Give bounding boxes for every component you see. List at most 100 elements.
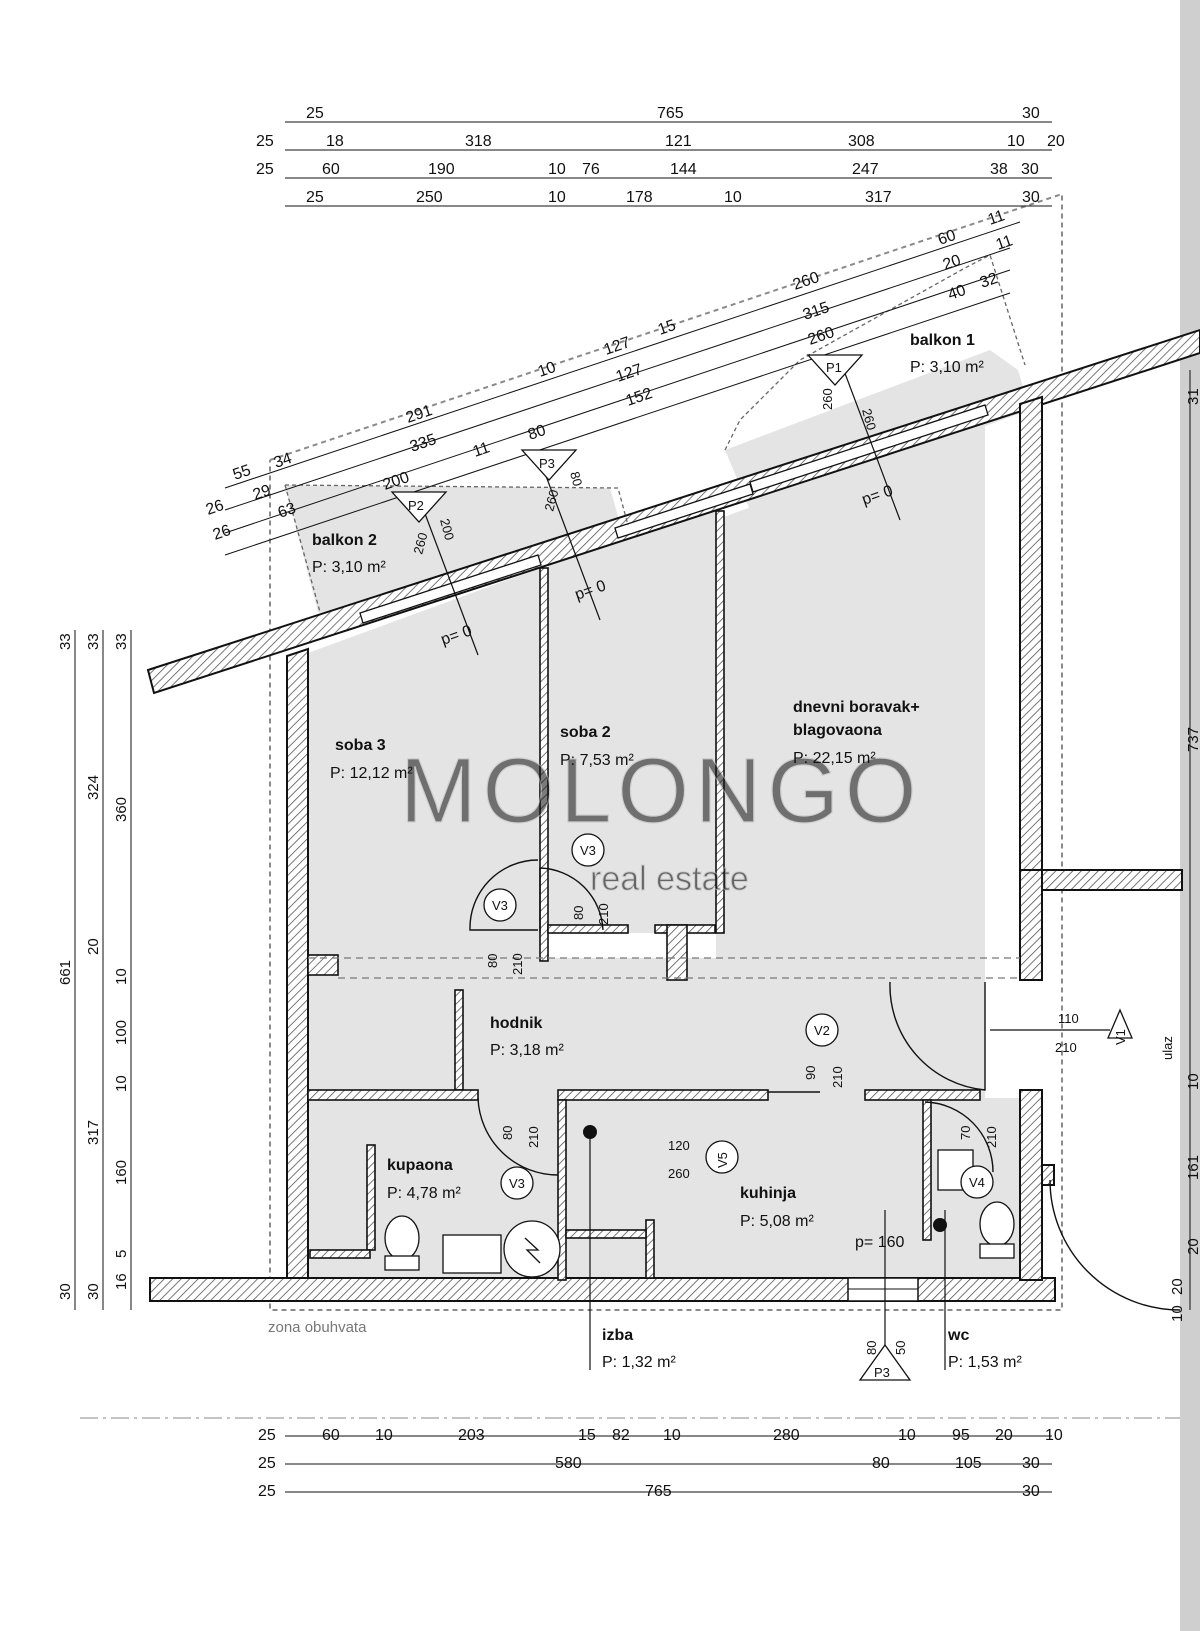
top-r3-6: 247 [852, 161, 879, 178]
top-r4-5: 317 [865, 189, 892, 206]
facade-windows [359, 404, 989, 624]
right-1: 737 [1185, 727, 1200, 752]
left-c3-2: 160 [113, 1160, 130, 1185]
dnevni-area: P: 22,15 m² [793, 750, 876, 767]
right-6: 10 [1169, 1305, 1186, 1322]
top-r2-1: 18 [326, 133, 344, 150]
tag-v1: V1 [1113, 1029, 1128, 1045]
right-0: 31 [1185, 388, 1200, 405]
bot-r1-1: 60 [322, 1427, 340, 1444]
exterior-walls [149, 395, 1183, 1302]
v3b-width: 80 [485, 954, 500, 968]
sl-j1: 63 [276, 500, 298, 522]
v5-width: 120 [668, 1138, 690, 1153]
balcony-outlines [284, 254, 1026, 613]
kupaona-name: kupaona [387, 1157, 453, 1174]
bot-r3-0: 25 [258, 1483, 276, 1500]
left-c3-1: 360 [113, 797, 130, 822]
tag-v3-soba3: V3 [492, 898, 508, 913]
left-c1-1: 661 [57, 960, 74, 985]
v4-width: 70 [958, 1126, 973, 1140]
bot-r1-4: 15 [578, 1427, 596, 1444]
top-r4-0: 25 [306, 189, 324, 206]
kuhinja-name: kuhinja [740, 1185, 796, 1202]
sl-g0: 335 [408, 431, 439, 456]
top-r3-1: 60 [322, 161, 340, 178]
bot-r1-8: 10 [898, 1427, 916, 1444]
hodnik-floor [308, 958, 985, 1098]
p3t-height: 80 [567, 470, 585, 488]
bot-r1-3: 203 [458, 1427, 485, 1444]
v3c-width: 80 [500, 1126, 515, 1140]
v5-height: 260 [668, 1166, 690, 1181]
left-c2-0: 33 [85, 633, 102, 650]
soba3-floor [308, 568, 540, 958]
bathroom-fixtures [384, 1149, 1015, 1278]
toilet-kupaona [384, 1215, 420, 1261]
bot-r1-7: 280 [773, 1427, 800, 1444]
wc-area: P: 1,53 m² [948, 1354, 1022, 1371]
tag-p1: P1 [826, 360, 842, 375]
v2-height: 210 [830, 1066, 845, 1088]
tag-p3-top: P3 [539, 456, 555, 471]
sl-c2: 32 [978, 270, 1000, 292]
sl-f0: 291 [404, 402, 435, 427]
bot-r2-2: 80 [872, 1455, 890, 1472]
shower-kupaona [503, 1220, 561, 1278]
p1-height: 260 [859, 407, 879, 432]
slant-dimensions: 60 11 260 20 11 315 40 32 127 15 260 10 … [204, 207, 1015, 544]
kupaona-area: P: 4,78 m² [387, 1185, 461, 1202]
bot-r2-1: 580 [555, 1455, 582, 1472]
balkon1-area: P: 3,10 m² [910, 359, 984, 376]
dnevni-name1: dnevni boravak+ [793, 699, 920, 716]
balkon1-name: balkon 1 [910, 332, 975, 349]
top-r2-3: 121 [665, 133, 692, 150]
top-r4-4: 10 [724, 189, 742, 206]
bot-r1-5: 82 [612, 1427, 630, 1444]
top-r3-2: 190 [428, 161, 455, 178]
sl-j0: 26 [204, 497, 226, 519]
sl-g1: 80 [526, 422, 548, 444]
left-c2-7: 30 [85, 1283, 102, 1300]
sl-h0: 55 [231, 462, 253, 484]
balkon2-area: P: 3,10 m² [312, 559, 386, 576]
p2-width: 260 [410, 531, 430, 556]
v2-width: 90 [803, 1066, 818, 1080]
balkon2-floor [285, 485, 622, 620]
p2-height: 200 [437, 517, 457, 542]
sink-kupaona [442, 1234, 502, 1274]
top-r4-2: 10 [548, 189, 566, 206]
izba-marker [583, 1125, 597, 1139]
sl-i0: 29 [251, 482, 273, 504]
sl-c1: 40 [946, 282, 968, 304]
sl-c0: 315 [801, 299, 832, 324]
top-r1-2: 30 [1022, 105, 1040, 122]
p3b-width: 80 [864, 1341, 879, 1355]
watermark-subtitle: real estate [590, 860, 749, 898]
tag-v4: V4 [969, 1175, 985, 1190]
sl-e0: 10 [536, 359, 558, 381]
bot-r3-1: 765 [645, 1483, 672, 1500]
bot-r3-2: 30 [1022, 1483, 1040, 1500]
wc-marker [933, 1218, 947, 1232]
p1-width: 260 [820, 388, 835, 410]
izba-floor [558, 1098, 653, 1278]
bot-r1-0: 25 [258, 1427, 276, 1444]
tag-v3-soba2: V3 [580, 843, 596, 858]
top-r3-3: 10 [548, 161, 566, 178]
v3c-height: 210 [526, 1126, 541, 1148]
kuhinja-area: P: 5,08 m² [740, 1213, 814, 1230]
bot-r2-4: 30 [1022, 1455, 1040, 1472]
interior-walls [307, 510, 981, 1281]
izba-area: P: 1,32 m² [602, 1354, 676, 1371]
tag-ulaz: ulaz [1160, 1036, 1175, 1060]
top-r3-5: 144 [670, 161, 697, 178]
left-c2-1: 324 [85, 775, 102, 800]
soba2-floor [548, 493, 716, 933]
toilet-wc [979, 1201, 1015, 1247]
top-r1-0: 25 [306, 105, 324, 122]
right-2: 10 [1185, 1073, 1200, 1090]
top-r4-6: 30 [1022, 189, 1040, 206]
soba2-area: P: 7,53 m² [560, 752, 634, 769]
tag-v5: V5 [715, 1152, 730, 1168]
